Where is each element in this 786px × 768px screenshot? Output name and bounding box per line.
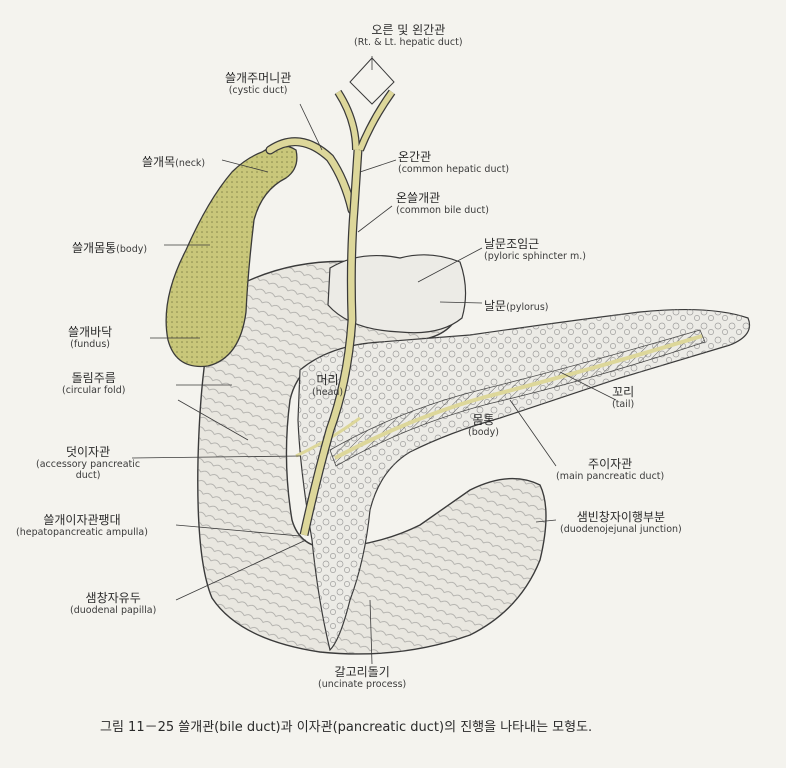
label-ampulla-ko: 쓸개이자관팽대 — [43, 513, 121, 527]
label-gb-neck-en: (neck) — [175, 158, 206, 169]
leader-lines — [131, 56, 617, 665]
label-pancreas-head-ko: 머리 — [316, 373, 339, 387]
label-pyloric-sphincter-ko: 날문조임근 — [484, 237, 540, 251]
label-pancreas-head: 머리 (head) — [312, 373, 344, 399]
label-gb-body-en: (body) — [116, 244, 148, 255]
main-pancreatic-duct — [334, 334, 703, 460]
label-duodenal-papilla-ko: 샘창자유두 — [85, 591, 141, 605]
label-pancreas-body: 몸통 (body) — [468, 413, 499, 439]
label-pyloric-sphincter-en: (pyloric sphincter m.) — [484, 250, 586, 262]
label-hepatic-duct: 오른 및 왼간관 (Rt. & Lt. hepatic duct) — [354, 23, 463, 49]
label-accessory-duct: 덧이자관 (accessory pancreatic duct) — [36, 445, 141, 482]
figure-caption: 그림 11－25 쓸개관(bile duct)과 이자관(pancreatic … — [100, 720, 593, 735]
label-circular-fold-ko: 돌림주름 — [71, 371, 116, 385]
label-accessory-duct-en2: duct) — [75, 469, 101, 481]
hepatic-ducts-fill — [335, 90, 395, 152]
common-bile-duct-fill — [300, 149, 362, 536]
label-gb-body: 쓸개몸통(body) — [72, 238, 147, 256]
label-common-bile-ko: 온쓸개관 — [396, 191, 441, 205]
label-pancreas-head-en: (head) — [312, 386, 344, 398]
label-duodenojejunal-ko: 샘빈창자이행부분 — [576, 510, 666, 524]
pylorus-region — [327, 254, 467, 334]
cystic-duct-fill — [266, 138, 356, 214]
label-accessory-duct-en1: (accessory pancreatic — [36, 458, 141, 470]
label-hepatic-duct-en: (Rt. & Lt. hepatic duct) — [354, 36, 463, 48]
label-common-bile-duct: 온쓸개관 (common bile duct) — [396, 191, 489, 217]
label-uncinate-process: 갈고리돌기 (uncinate process) — [318, 665, 407, 691]
label-main-duct: 주이자관 (main pancreatic duct) — [556, 457, 665, 483]
label-duodenojejunal-en: (duodenojejunal junction) — [560, 523, 682, 535]
label-common-hepatic-en: (common hepatic duct) — [398, 163, 510, 175]
label-gb-fundus-en: (fundus) — [70, 338, 110, 350]
label-pancreas-body-ko: 몸통 — [472, 413, 495, 427]
label-gb-fundus-ko: 쓸개바닥 — [68, 325, 113, 339]
label-pylorus-ko: 날문 — [484, 299, 507, 313]
pancreas-lobules — [298, 309, 750, 650]
label-ampulla-en: (hepatopancreatic ampulla) — [16, 526, 148, 538]
label-pancreas-tail: 꼬리 (tail) — [612, 385, 635, 411]
label-cystic-duct: 쓸개주머니관 (cystic duct) — [225, 71, 292, 97]
label-gb-body-ko: 쓸개몸통 — [72, 241, 117, 255]
label-pyloric-sphincter: 날문조임근 (pyloric sphincter m.) — [484, 237, 586, 263]
label-gb-neck-ko: 쓸개목 — [142, 155, 176, 169]
hepatic-bracket — [349, 57, 395, 105]
label-common-hepatic-ko: 온간관 — [398, 150, 432, 164]
label-duodenal-papilla: 샘창자유두 (duodenal papilla) — [70, 591, 157, 617]
label-uncinate-ko: 갈고리돌기 — [334, 665, 390, 679]
label-pylorus: 날문(pylorus) — [484, 296, 549, 314]
label-common-bile-en: (common bile duct) — [396, 204, 489, 216]
duodenum-folds — [197, 261, 546, 654]
label-duodenojejunal-junction: 샘빈창자이행부분 (duodenojejunal junction) — [560, 510, 682, 536]
label-circular-fold-en: (circular fold) — [62, 384, 126, 396]
label-gb-fundus: 쓸개바닥 (fundus) — [68, 325, 113, 351]
label-circular-fold: 돌림주름 (circular fold) — [62, 371, 126, 397]
label-main-duct-en: (main pancreatic duct) — [556, 470, 665, 482]
gallbladder-texture — [166, 145, 297, 367]
label-hepatic-duct-ko: 오른 및 왼간관 — [371, 23, 446, 37]
label-accessory-duct-ko: 덧이자관 — [65, 445, 111, 459]
label-gb-neck: 쓸개목(neck) — [142, 152, 205, 170]
label-cystic-duct-ko: 쓸개주머니관 — [225, 71, 292, 85]
label-common-hepatic-duct: 온간관 (common hepatic duct) — [398, 150, 510, 176]
label-pancreas-tail-en: (tail) — [612, 398, 635, 410]
label-ampulla: 쓸개이자관팽대 (hepatopancreatic ampulla) — [16, 513, 148, 539]
label-main-duct-ko: 주이자관 — [588, 457, 633, 471]
label-pancreas-tail-ko: 꼬리 — [612, 385, 635, 399]
label-uncinate-en: (uncinate process) — [318, 678, 407, 690]
label-duodenal-papilla-en: (duodenal papilla) — [70, 604, 157, 616]
label-pylorus-en: (pylorus) — [506, 302, 549, 313]
label-pancreas-body-en: (body) — [468, 426, 499, 438]
label-cystic-duct-en: (cystic duct) — [228, 84, 288, 96]
